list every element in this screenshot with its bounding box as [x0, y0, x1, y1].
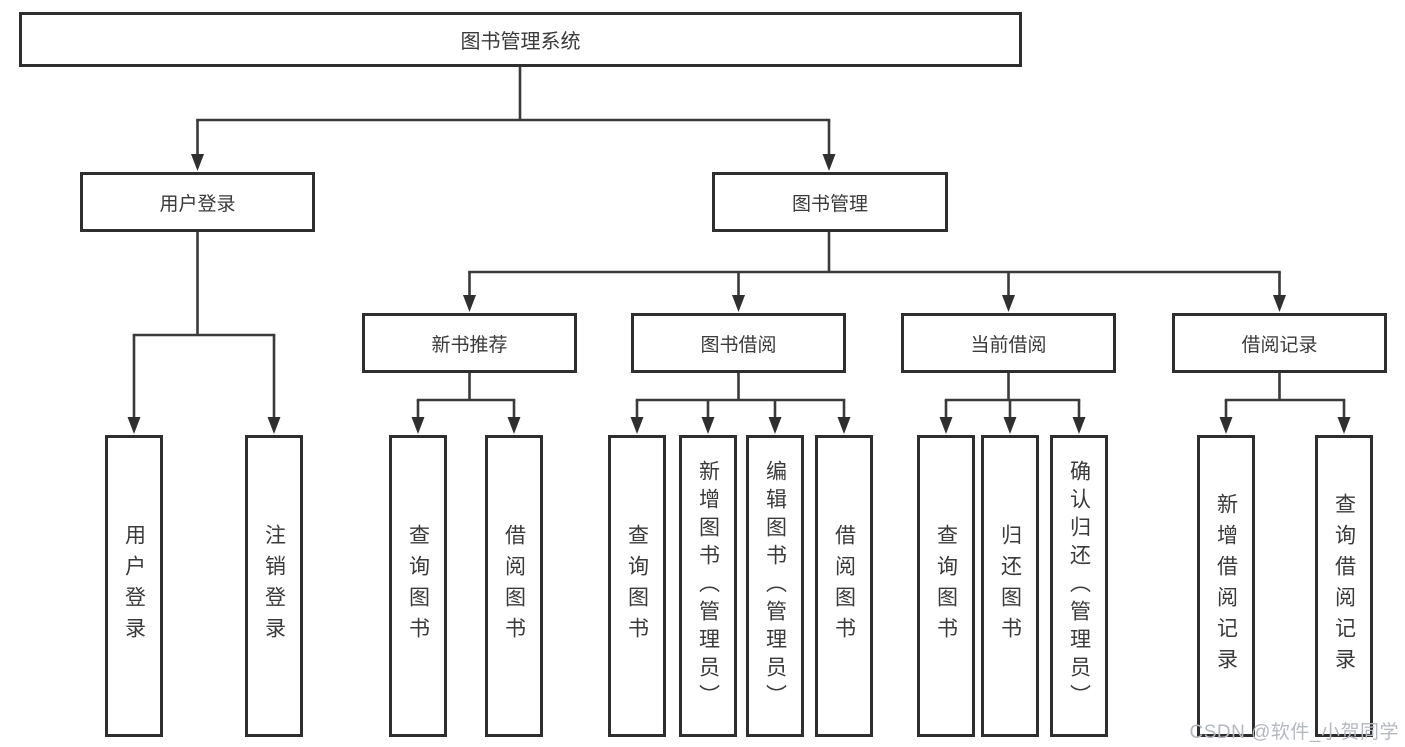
leaf-query-books-3: 查询图书 — [917, 435, 975, 737]
edge-borrow-to-leaves — [635, 373, 846, 426]
leaf-label: 用户登录 — [122, 524, 146, 648]
leaf-label: 查询图书 — [625, 524, 649, 648]
leaf-label: 查询借阅记录 — [1332, 493, 1356, 679]
node-root-system: 图书管理系统 — [19, 12, 1022, 67]
leaf-add-borrow-record: 新增借阅记录 — [1197, 435, 1255, 737]
leaf-borrow-books-2: 借阅图书 — [815, 435, 873, 737]
leaf-confirm-return-admin: 确认归还（管理员） — [1050, 435, 1108, 737]
leaf-label: 借阅图书 — [502, 524, 526, 648]
edge-management-to-level3 — [468, 232, 1281, 304]
node-user-login: 用户登录 — [80, 172, 315, 232]
leaf-logout: 注销登录 — [245, 435, 303, 737]
leaf-label: 借阅图书 — [832, 524, 856, 648]
leaf-query-books-2: 查询图书 — [608, 435, 666, 737]
leaf-query-borrow-record: 查询借阅记录 — [1315, 435, 1373, 737]
edge-newbooks-to-leaves — [416, 373, 516, 426]
node-new-book-recommend: 新书推荐 — [362, 313, 577, 373]
node-current-borrow: 当前借阅 — [901, 313, 1116, 373]
leaf-return-books: 归还图书 — [981, 435, 1039, 737]
leaf-label: 查询图书 — [406, 524, 430, 648]
leaf-label: 新增借阅记录 — [1214, 493, 1238, 679]
leaf-label: 归还图书 — [998, 524, 1022, 648]
edge-root-to-level2 — [196, 67, 831, 163]
edge-records-to-leaves — [1224, 373, 1346, 426]
leaf-label: 编辑图书（管理员） — [763, 460, 787, 712]
leaf-user-login: 用户登录 — [105, 435, 163, 737]
leaf-label: 新增图书（管理员） — [696, 460, 720, 712]
leaf-label: 查询图书 — [934, 524, 958, 648]
leaf-query-books-1: 查询图书 — [389, 435, 447, 737]
csdn-watermark: CSDN @软件_小贺同学 — [1189, 722, 1399, 743]
arrowheads — [127, 154, 1351, 434]
leaf-edit-books-admin: 编辑图书（管理员） — [746, 435, 804, 737]
leaf-label: 注销登录 — [262, 524, 286, 648]
node-book-borrow: 图书借阅 — [631, 313, 846, 373]
edge-login-to-leaves — [132, 232, 276, 426]
leaf-borrow-books-1: 借阅图书 — [485, 435, 543, 737]
leaf-add-books-admin: 新增图书（管理员） — [679, 435, 737, 737]
node-book-management: 图书管理 — [712, 172, 948, 232]
leaf-label: 确认归还（管理员） — [1067, 460, 1091, 712]
node-borrow-records: 借阅记录 — [1172, 313, 1387, 373]
